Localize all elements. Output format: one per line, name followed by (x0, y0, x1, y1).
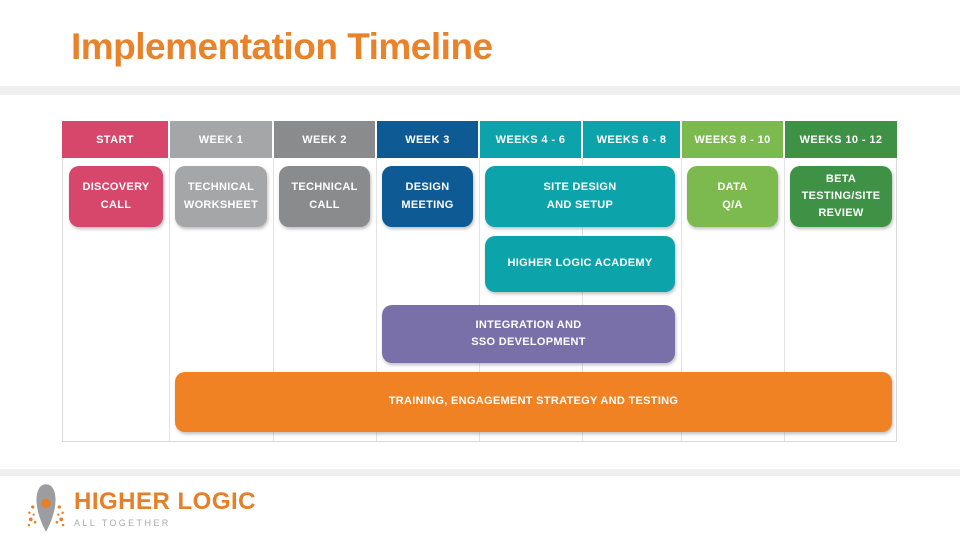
timeline-bar-training-engagement-strategy: TRAINING, ENGAGEMENT STRATEGY AND TESTIN… (175, 372, 892, 432)
timeline-bar-beta-testing-site: BETA TESTING/SITE REVIEW (790, 166, 892, 227)
bottom-divider (0, 469, 960, 476)
column-divider (681, 158, 682, 441)
higher-logic-logo: HIGHER LOGIC ALL TOGETHER (27, 483, 256, 533)
timeline-row: INTEGRATION AND SSO DEVELOPMENT (63, 299, 896, 368)
column-divider (479, 158, 480, 441)
logo-text: HIGHER LOGIC ALL TOGETHER (74, 483, 257, 529)
timeline-bar-technical-worksheet: TECHNICAL WORKSHEET (175, 166, 267, 227)
higher-logic-rocket-icon (27, 484, 65, 532)
timeline-row: TRAINING, ENGAGEMENT STRATEGY AND TESTIN… (63, 368, 896, 441)
column-divider (582, 158, 583, 441)
timeline-row: HIGHER LOGIC ACADEMY (63, 233, 896, 299)
timeline-header-weeks-6-8: WEEKS 6 - 8 (581, 121, 680, 158)
timeline-header-weeks-4-6: WEEKS 4 - 6 (478, 121, 581, 158)
timeline-bar-technical-call: TECHNICAL CALL (279, 166, 370, 227)
timeline-header-week-1: WEEK 1 (168, 121, 272, 158)
timeline-bar-site-design-and: SITE DESIGN AND SETUP (485, 166, 675, 227)
timeline-header-start: START (62, 121, 168, 158)
timeline-header-weeks-10-12: WEEKS 10 - 12 (783, 121, 897, 158)
timeline-bar-discovery-call: DISCOVERY CALL (69, 166, 163, 227)
column-divider (273, 158, 274, 441)
column-divider (784, 158, 785, 441)
timeline-header-weeks-8-10: WEEKS 8 - 10 (680, 121, 783, 158)
column-divider (169, 158, 170, 441)
top-divider (0, 86, 960, 95)
timeline-bar-design-meeting: DESIGN MEETING (382, 166, 473, 227)
logo-tagline: ALL TOGETHER (74, 518, 171, 528)
timeline-bar-integration-and-sso: INTEGRATION AND SSO DEVELOPMENT (382, 305, 675, 363)
timeline-header-week-2: WEEK 2 (272, 121, 375, 158)
timeline-bar-higher-logic-academy: HIGHER LOGIC ACADEMY (485, 236, 675, 292)
page-title: Implementation Timeline (71, 26, 493, 67)
timeline-header-week-3: WEEK 3 (375, 121, 478, 158)
timeline-bar-data-q-a: DATA Q/A (687, 166, 778, 227)
column-divider (376, 158, 377, 441)
logo-wordmark: HIGHER LOGIC (74, 488, 257, 515)
